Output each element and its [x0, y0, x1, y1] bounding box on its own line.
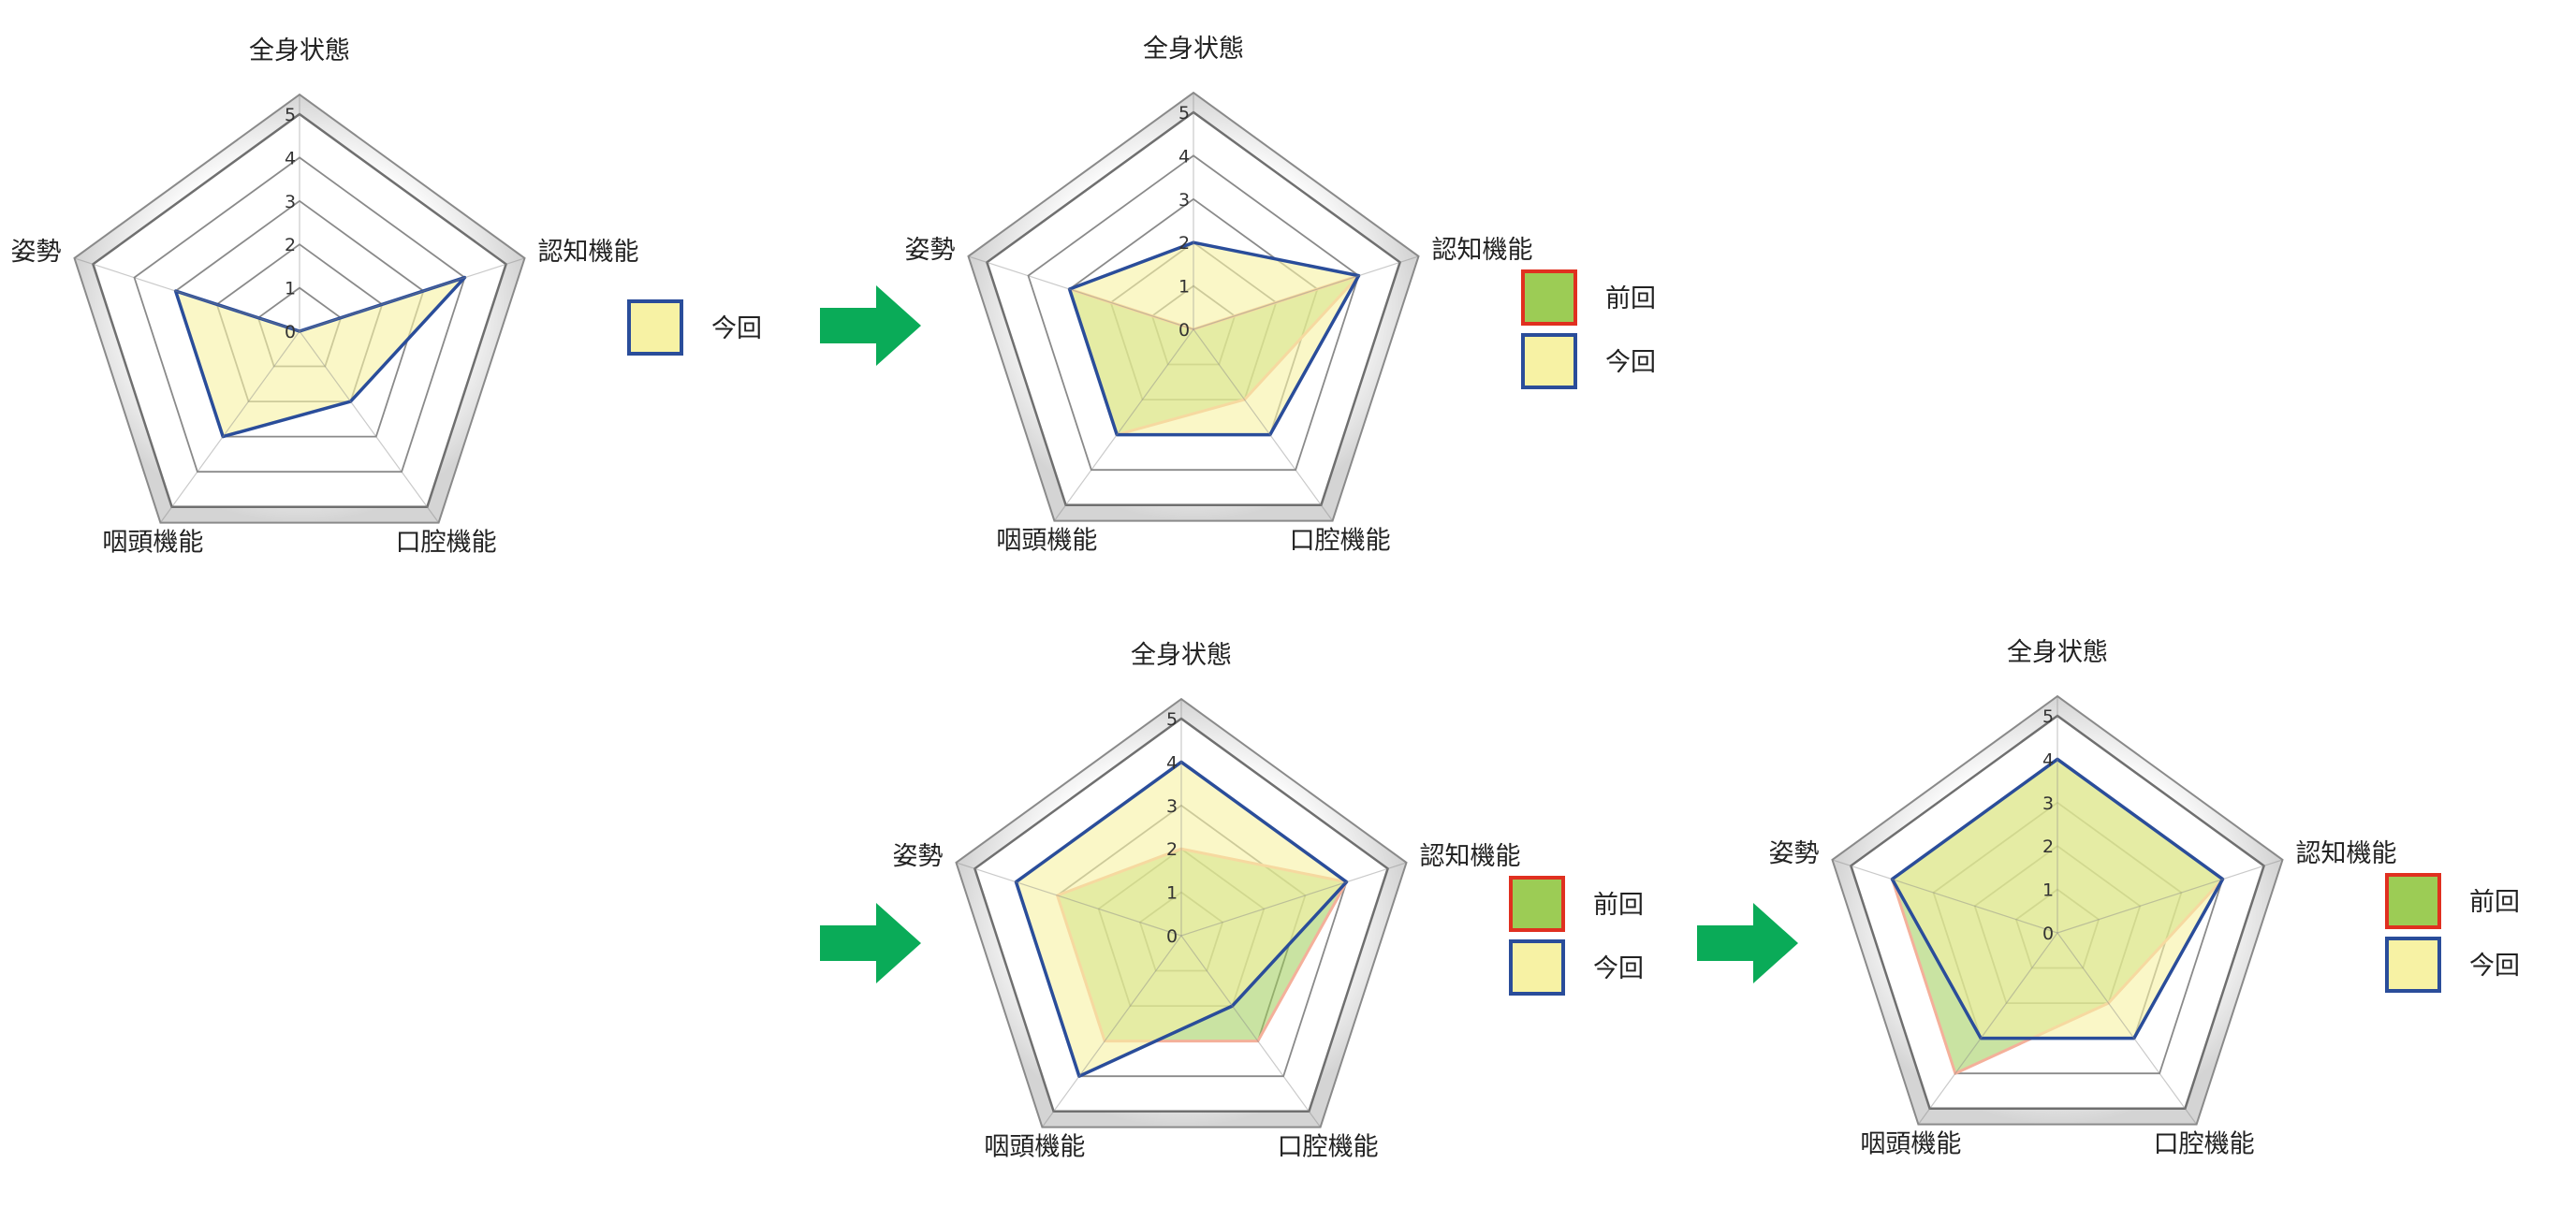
- arrow-right-icon: [820, 903, 921, 983]
- radar-grid-level-4: [1027, 154, 1360, 472]
- radar-spoke: [1180, 935, 1322, 1127]
- axis-label: 口腔機能: [1278, 1133, 1379, 1162]
- radar-spoke: [1180, 862, 1407, 937]
- axis-label: 姿勢: [11, 238, 62, 267]
- legend-swatch-current: [627, 299, 683, 356]
- legend-label-current: 今回: [2469, 952, 2520, 981]
- axis-label: 咽頭機能: [984, 1133, 1085, 1162]
- radar-spoke: [1832, 859, 2058, 934]
- tick-label: 2: [285, 235, 296, 255]
- tick-label: 5: [285, 105, 296, 125]
- legend-swatch-previous: [1509, 876, 1565, 932]
- axis-label: 全身状態: [1131, 641, 1232, 670]
- tick-label: 5: [2042, 706, 2054, 727]
- radar-spoke: [968, 255, 1194, 330]
- axis-label: 姿勢: [905, 236, 956, 265]
- tick-label: 1: [285, 279, 296, 299]
- tick-label: 4: [2042, 749, 2054, 770]
- radar-grid-level-4: [133, 156, 466, 473]
- arrow-right-icon: [1697, 903, 1798, 983]
- legend-swatch-current: [1521, 333, 1577, 389]
- axis-label: 咽頭機能: [996, 527, 1097, 556]
- legend-swatch-previous: [2385, 873, 2441, 929]
- radar-grid-level-3: [174, 199, 425, 438]
- series-current: [1067, 240, 1361, 437]
- legend-label-current: 今回: [1593, 954, 1644, 983]
- tick-label: 3: [1166, 796, 1178, 817]
- radar-spoke: [2056, 932, 2198, 1125]
- axis-label: 認知機能: [1432, 236, 1533, 265]
- legend-label-previous: 前回: [1593, 891, 1644, 920]
- radar-spoke: [956, 862, 1182, 937]
- radar-spoke: [1041, 935, 1182, 1127]
- radar-spoke: [1193, 328, 1334, 521]
- legend-label-current: 今回: [711, 314, 762, 343]
- legend-swatch-current: [1509, 939, 1565, 996]
- tick-label: 3: [285, 192, 296, 212]
- tick-label: 1: [1178, 277, 1190, 298]
- legend-label-previous: 前回: [1605, 284, 1656, 313]
- radar-spoke: [299, 330, 440, 523]
- tick-label: 2: [1178, 233, 1190, 254]
- tick-label: 5: [1178, 103, 1190, 124]
- axis-label: 口腔機能: [1290, 527, 1391, 556]
- axis-label: 咽頭機能: [102, 529, 203, 558]
- legend-label-previous: 前回: [2469, 888, 2520, 917]
- series-current: [1014, 760, 1349, 1078]
- tick-label: 4: [1166, 752, 1178, 773]
- axis-label: 認知機能: [2296, 839, 2397, 868]
- radar-spoke: [1917, 932, 2058, 1125]
- tick-label: 1: [1166, 883, 1178, 904]
- tick-label: 3: [1178, 190, 1190, 211]
- axis-label: 認知機能: [1420, 842, 1521, 871]
- legend-swatch-current: [2385, 937, 2441, 993]
- axis-label: 全身状態: [1143, 35, 1244, 64]
- tick-label: 3: [2042, 793, 2054, 814]
- radar-spoke: [2056, 859, 2283, 934]
- axis-label: 姿勢: [1769, 839, 1820, 868]
- legend-label-current: 今回: [1605, 348, 1656, 377]
- axis-label: 咽頭機能: [1860, 1130, 1961, 1159]
- axis-label: 全身状態: [249, 36, 350, 65]
- radar-spoke: [159, 330, 300, 523]
- axis-label: 全身状態: [2007, 638, 2108, 667]
- tick-label: 4: [285, 148, 296, 168]
- tick-label: 2: [2042, 836, 2054, 857]
- axis-label: 認知機能: [538, 238, 639, 267]
- legend-swatch-previous: [1521, 269, 1577, 326]
- tick-label: 5: [1166, 709, 1178, 730]
- tick-label: 0: [2042, 924, 2054, 944]
- radar-spoke: [299, 257, 525, 332]
- radar-spoke: [74, 257, 300, 332]
- arrow-right-icon: [820, 285, 921, 366]
- series-current: [173, 275, 467, 439]
- axis-label: 口腔機能: [2154, 1130, 2255, 1159]
- tick-label: 0: [1166, 926, 1178, 947]
- radar-grid-level-5: [91, 112, 508, 508]
- axis-label: 姿勢: [893, 842, 944, 871]
- tick-label: 1: [2042, 880, 2054, 901]
- tick-label: 0: [1178, 320, 1190, 341]
- tick-label: 4: [1178, 146, 1190, 167]
- radar-spoke: [1193, 255, 1419, 330]
- tick-label: 2: [1166, 839, 1178, 860]
- chart-legend: 今回: [627, 299, 762, 356]
- series-current: [1890, 757, 2225, 1040]
- radar-spoke: [1053, 328, 1194, 521]
- tick-label: 0: [285, 322, 296, 342]
- axis-label: 口腔機能: [396, 529, 497, 558]
